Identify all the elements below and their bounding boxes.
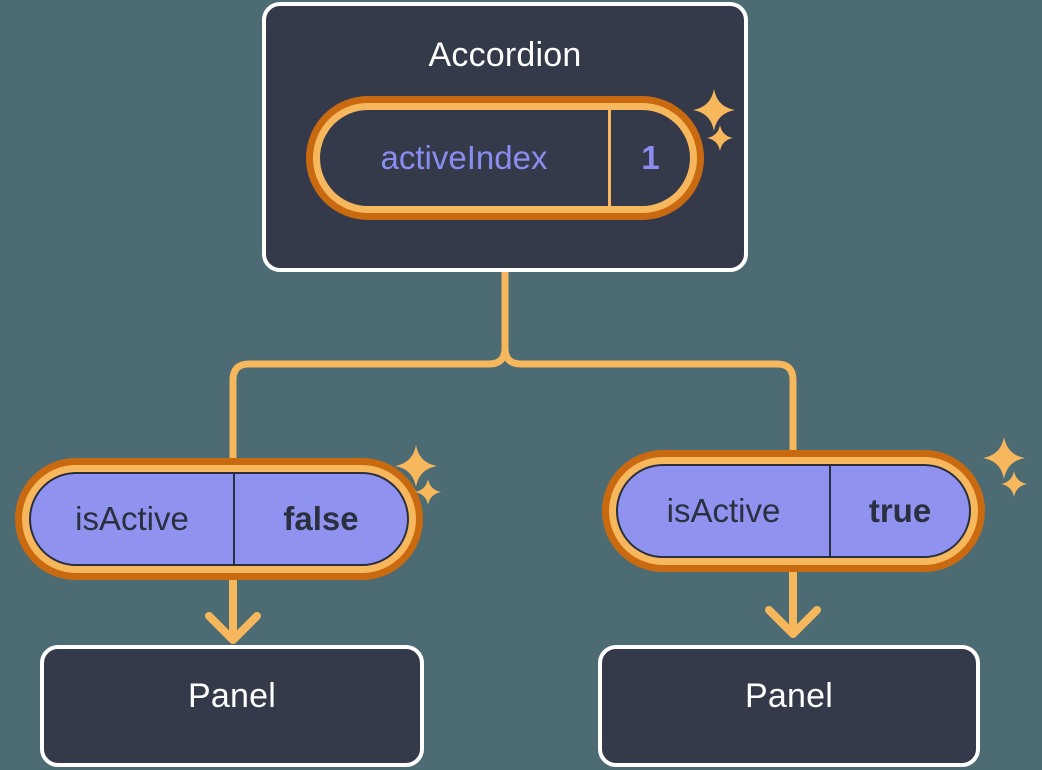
state-pill-ring-inner: isActive true [609,457,978,565]
sparkle-icon-right-large [983,437,1025,479]
component-title-accordion: Accordion [428,36,582,74]
arrow-down-icon-right [765,566,821,638]
state-pill-is-active-true[interactable]: isActive true [602,450,985,572]
state-pill-body: isActive true [616,464,971,558]
connector-left-branch [229,268,509,464]
state-pill-value: true [829,466,969,556]
state-pill-body: isActive false [29,472,409,566]
state-pill-value: false [233,474,407,564]
sparkle-icon-right-small [1001,471,1027,497]
component-node-panel-left[interactable]: Panel [40,645,424,767]
connector-right-branch [501,268,797,464]
state-pill-ring-inner: activeIndex 1 [313,103,697,213]
state-pill-value: 1 [608,110,690,206]
arrow-down-icon-left [205,574,261,644]
state-pill-key: activeIndex [380,139,548,176]
state-pill-body: activeIndex 1 [320,110,690,206]
component-node-panel-right[interactable]: Panel [598,645,980,767]
component-title-panel-right: Panel [745,677,833,715]
state-pill-active-index[interactable]: activeIndex 1 [306,96,704,220]
state-pill-ring-inner: isActive false [22,465,416,573]
component-title-panel-left: Panel [188,677,276,715]
state-pill-is-active-false[interactable]: isActive false [15,458,423,580]
state-pill-key: isActive [666,492,781,529]
state-pill-key: isActive [75,500,189,537]
